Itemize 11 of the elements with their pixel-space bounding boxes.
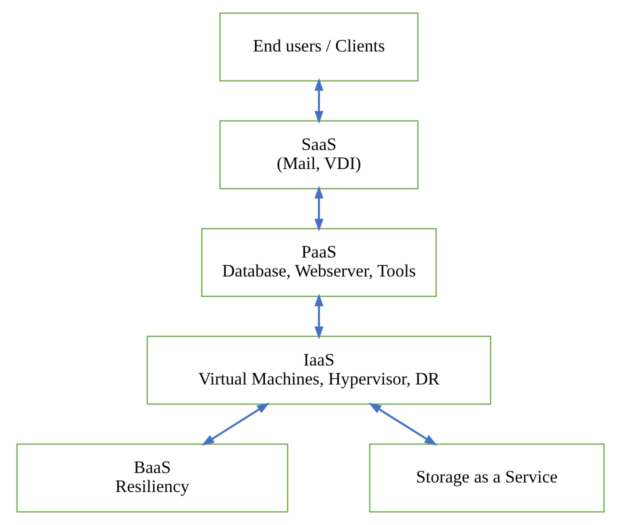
arrow — [314, 186, 323, 232]
arrow — [368, 402, 437, 446]
node-box: Storage as a Service — [368, 444, 604, 512]
arrow — [314, 293, 323, 340]
node-box: End users / Clients — [218, 12, 418, 82]
arrow — [314, 78, 323, 124]
node-box: SaaS (Mail, VDI) — [218, 120, 418, 190]
arrow — [201, 402, 270, 446]
node-box: PaaS Database, Webserver, Tools — [200, 228, 436, 297]
node-box: BaaS Resiliency — [16, 444, 288, 512]
node-box: IaaS Virtual Machines, Hypervisor, DR — [146, 336, 491, 405]
